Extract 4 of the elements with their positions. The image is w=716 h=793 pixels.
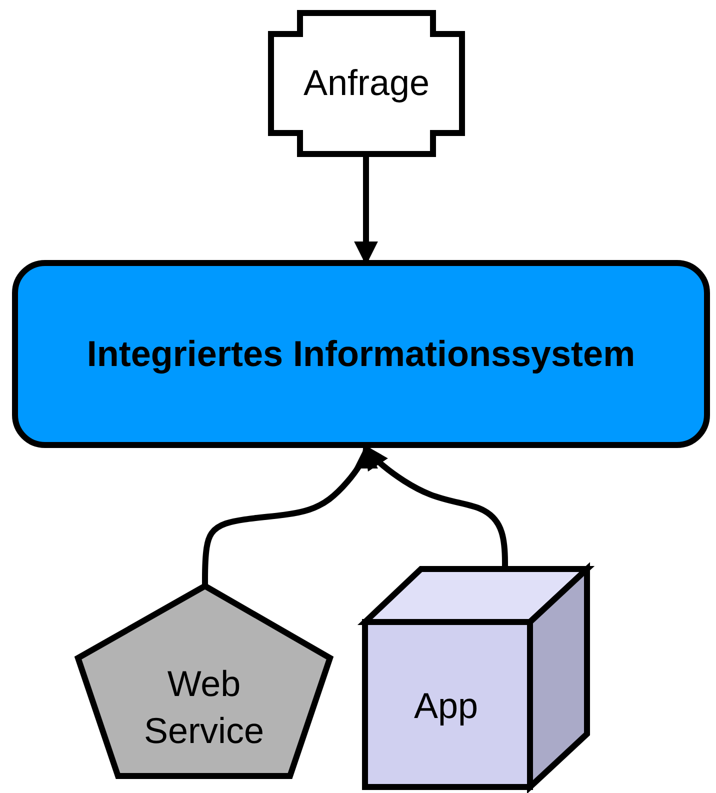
- node-label: App: [414, 684, 478, 728]
- node-label: Anfrage: [303, 61, 430, 106]
- node-label: Integriertes Informationssystem: [86, 332, 636, 376]
- node-label: Web Service: [142, 662, 266, 753]
